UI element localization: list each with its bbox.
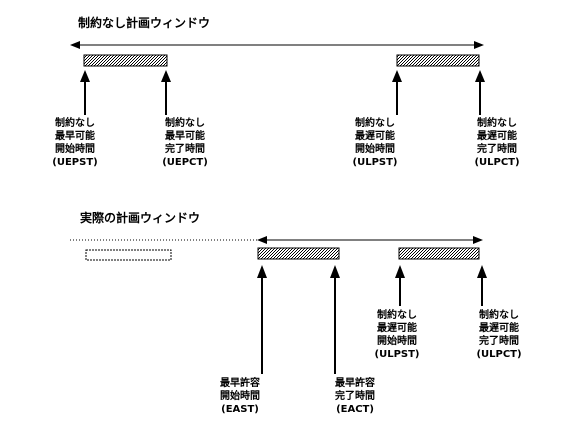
top-late-bar <box>396 54 480 67</box>
bottom-ulpct-arrow <box>477 265 487 306</box>
bottom-eact-arrow <box>330 265 340 374</box>
top-uepst-arrow <box>80 70 90 115</box>
bottom-east-arrow <box>257 265 267 374</box>
bottom-diagram-title: 実際の計画ウィンドウ <box>80 211 201 225</box>
bottom-ulpst-arrow <box>395 265 405 306</box>
bottom-label-ulpst: 制約なし最遅可能 開始時間(ULPST) <box>374 310 420 360</box>
top-early-bar <box>83 54 168 67</box>
top-label-uepct: 制約なし最早可能 完了時間(UEPCT) <box>162 118 208 168</box>
top-label-uepst: 制約なし最早可能 開始時間(UEPST) <box>52 118 98 168</box>
bottom-label-ulpct: 制約なし最遅可能 完了時間(ULPCT) <box>476 310 522 360</box>
bottom-late-bar <box>398 247 480 260</box>
top-label-ulpct: 制約なし最遅可能 完了時間(ULPCT) <box>474 118 520 168</box>
bottom-window-span-arrow <box>257 236 483 244</box>
top-ulpct-arrow <box>475 70 485 115</box>
top-window-span-arrow <box>70 41 484 49</box>
top-ulpst-arrow <box>392 70 402 115</box>
bottom-early-bar <box>257 247 340 260</box>
top-diagram-title: 制約なし計画ウィンドウ <box>78 16 211 30</box>
bottom-label-eact: 最早許容完了時間 (EACT) <box>335 378 375 415</box>
top-label-ulpst: 制約なし最遅可能 開始時間(ULPST) <box>352 118 398 168</box>
top-uepct-arrow <box>161 70 171 115</box>
bottom-label-east: 最早許容開始時間 (EAST) <box>220 378 260 415</box>
bottom-unavailable-bar <box>85 249 172 261</box>
